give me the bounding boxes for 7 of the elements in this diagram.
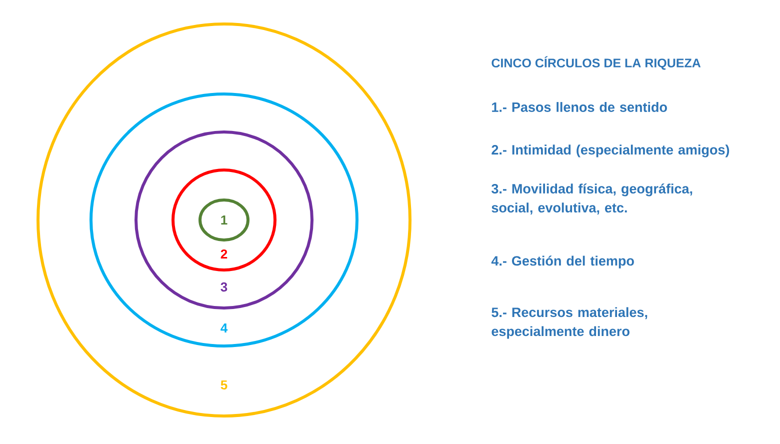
list-item: 4.- Gestión del tiempo: [491, 256, 634, 268]
list-item: 2.- Intimidad (especialmente amigos): [492, 144, 730, 158]
list-item: 3.- Movilidad física, geográfica, social, evolutiva, etc.: [492, 184, 692, 214]
list-item: 1.- Pasos llenos de sentido: [492, 102, 667, 112]
list-item: 5.- Recursos materiales, especialmente dinero: [492, 307, 648, 339]
ring: 1: [198, 198, 250, 242]
title: CINCO CÍRCULOS DE LA RIQUEZA: [492, 56, 701, 70]
